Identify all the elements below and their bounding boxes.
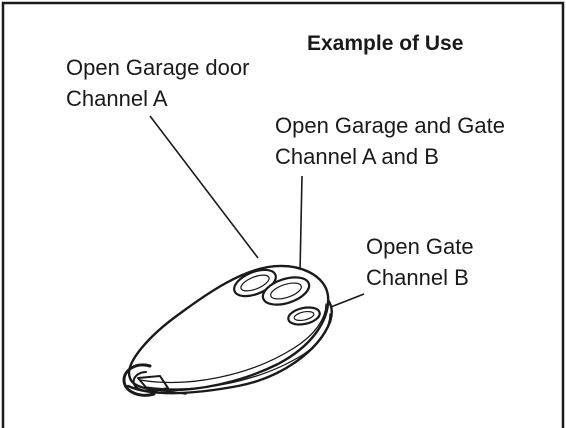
label-garage-door-channel: Channel A [66,86,168,111]
button-ab-icon [261,276,311,306]
diagram-title: Example of Use [307,32,464,55]
remote-key-fob-icon [122,264,333,397]
label-garage-and-gate-channel: Channel A and B [275,144,439,169]
key-ring-icon [122,363,156,397]
label-garage-door-action: Open Garage door [66,55,250,80]
leader-line-garage-door [149,115,259,259]
label-garage-and-gate-action: Open Garage and Gate [275,113,505,138]
leader-line-garage-and-gate [299,175,303,273]
label-gate-action: Open Gate [366,234,474,259]
label-gate-channel: Channel B [366,265,469,290]
